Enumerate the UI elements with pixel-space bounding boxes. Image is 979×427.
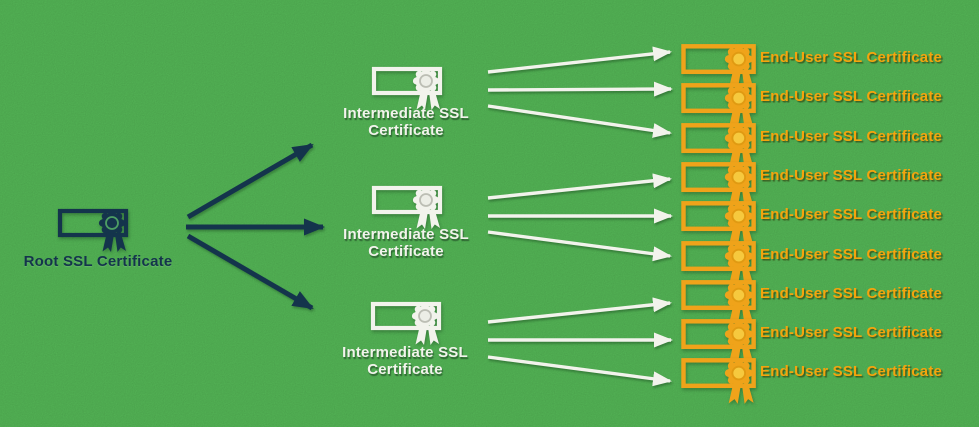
- root-to-intermediate-arrows: [186, 142, 325, 311]
- intermediate-certificate-node: [369, 299, 457, 347]
- intermediate-certificate-label: Intermediate SSL Certificate: [316, 226, 496, 260]
- certificate-ribbon-icon: [679, 355, 773, 406]
- end-user-certificate-label: End-User SSL Certificate: [760, 88, 943, 105]
- intermediate-to-enduser-arrows: [487, 46, 673, 387]
- end-user-certificate-label: End-User SSL Certificate: [760, 246, 943, 263]
- end-user-certificate-label: End-User SSL Certificate: [760, 128, 943, 145]
- intermediate-label-line2: Certificate: [367, 361, 443, 378]
- intermediate-certificate-label: Intermediate SSL Certificate: [315, 344, 495, 378]
- intermediate-label-line1: Intermediate SSL: [343, 105, 469, 122]
- end-user-certificate-label: End-User SSL Certificate: [760, 363, 943, 380]
- end-user-certificate-label: End-User SSL Certificate: [760, 49, 943, 66]
- certificate-ribbon-icon: [369, 299, 457, 347]
- end-user-certificate-node: [679, 355, 773, 406]
- intermediate-label-line2: Certificate: [368, 243, 444, 260]
- intermediate-certificate-label: Intermediate SSL Certificate: [316, 105, 496, 139]
- certificate-ribbon-icon: [370, 183, 458, 231]
- end-user-certificate-label: End-User SSL Certificate: [760, 206, 943, 223]
- end-user-certificate-label: End-User SSL Certificate: [760, 167, 943, 184]
- intermediate-label-line1: Intermediate SSL: [343, 226, 469, 243]
- intermediate-certificate-node: [370, 183, 458, 231]
- root-certificate-label: Root SSL Certificate: [23, 253, 173, 270]
- end-user-certificate-label: End-User SSL Certificate: [760, 324, 943, 341]
- end-user-certificate-label: End-User SSL Certificate: [760, 285, 943, 302]
- intermediate-label-line2: Certificate: [368, 122, 444, 139]
- certificate-ribbon-icon: [56, 206, 144, 254]
- root-certificate-node: [56, 206, 144, 254]
- intermediate-label-line1: Intermediate SSL: [342, 344, 468, 361]
